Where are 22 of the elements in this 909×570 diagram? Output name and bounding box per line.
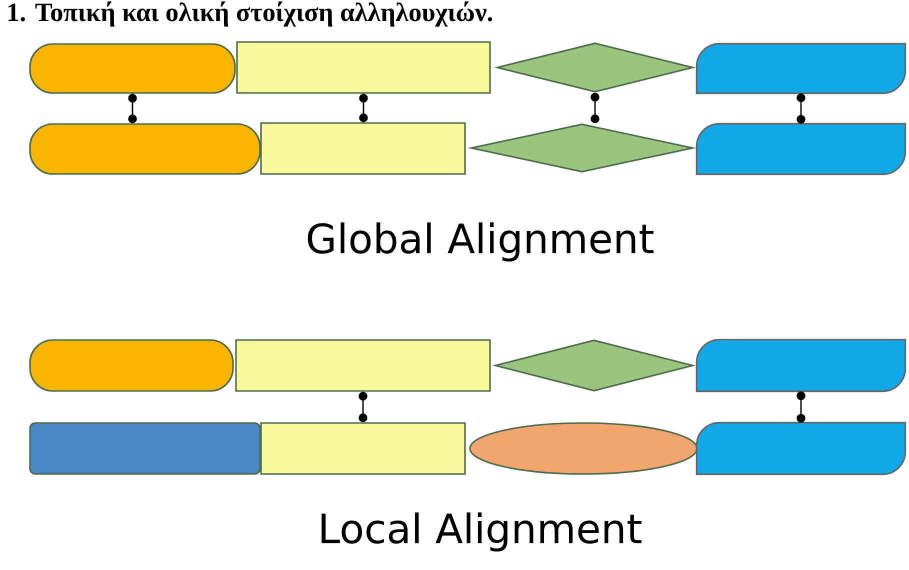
section-title: Local Alignment: [322, 512, 642, 552]
connector: [796, 93, 806, 124]
sequence-bar: [29, 422, 261, 475]
rounded-bar: [29, 339, 234, 392]
figure-heading: 1. Τοπική και ολική στοίχιση αλληλουχιών.: [8, 1, 492, 27]
tab-shape: [696, 122, 906, 176]
connector: [796, 391, 806, 423]
section-title: Global Alignment: [308, 222, 654, 262]
tab-shape: [696, 42, 906, 94]
connector: [358, 392, 368, 422]
ellipse-shape: [469, 422, 698, 475]
connector: [359, 94, 368, 122]
rounded-bar: [29, 43, 236, 94]
tab-shape: [696, 338, 906, 392]
rounded-bar: [29, 123, 261, 175]
sequence-box: [236, 41, 491, 94]
tab-shape: [696, 422, 906, 476]
sequence-box: [260, 422, 466, 475]
connector: [590, 92, 600, 124]
connector: [128, 94, 137, 124]
sequence-box: [235, 339, 491, 392]
sequence-box: [260, 122, 466, 175]
